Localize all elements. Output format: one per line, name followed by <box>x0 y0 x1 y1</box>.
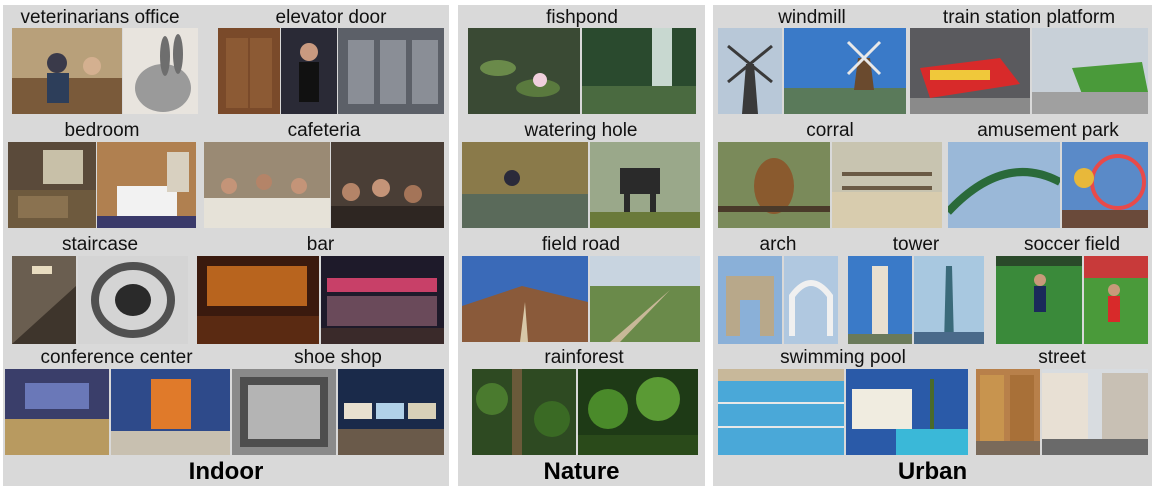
category-label-field-road: field road <box>541 234 621 255</box>
category-label-rainforest: rainforest <box>544 347 624 368</box>
group-title-indoor: Indoor <box>188 458 264 485</box>
category-label-conference-center: conference center <box>40 347 193 368</box>
category-label-staircase: staircase <box>61 234 139 255</box>
fishpond-photo-1 <box>468 28 580 114</box>
arch-photo-1 <box>718 256 782 344</box>
group-title-nature: Nature <box>543 458 620 485</box>
amusement-park-photo-1 <box>948 142 1060 228</box>
elevator-door-photo-1 <box>218 28 280 114</box>
shoe-shop-photo-2 <box>338 369 444 455</box>
veterinarians-office-photo-2 <box>123 28 198 114</box>
category-label-veterinarians-office: veterinarians office <box>20 7 180 28</box>
category-label-windmill: windmill <box>778 7 846 28</box>
category-label-corral: corral <box>806 120 854 141</box>
train-station-platform-photo-2 <box>1032 28 1148 114</box>
corral-photo-2 <box>832 142 942 228</box>
veterinarians-office-photo-1 <box>12 28 122 114</box>
conference-center-photo-1 <box>5 369 109 455</box>
bedroom-photo-1 <box>8 142 96 228</box>
bar-photo-1 <box>197 256 319 344</box>
soccer-field-photo-1 <box>996 256 1082 344</box>
soccer-field-photo-2 <box>1084 256 1148 344</box>
category-label-train-station-platform: train station platform <box>942 7 1116 28</box>
amusement-park-photo-2 <box>1062 142 1148 228</box>
elevator-door-photo-2 <box>281 28 337 114</box>
arch-photo-2 <box>784 256 838 344</box>
category-label-swimming-pool: swimming pool <box>780 347 906 368</box>
windmill-photo-1 <box>718 28 782 114</box>
category-label-cafeteria: cafeteria <box>287 120 361 141</box>
shoe-shop-photo-1 <box>232 369 336 455</box>
street-photo-2 <box>1042 369 1148 455</box>
watering-hole-photo-2 <box>590 142 700 228</box>
field-road-photo-1 <box>462 256 588 342</box>
category-label-amusement-park: amusement park <box>977 120 1119 141</box>
category-label-elevator-door: elevator door <box>275 7 387 28</box>
staircase-photo-1 <box>12 256 76 344</box>
tower-photo-2 <box>914 256 984 344</box>
group-title-urban: Urban <box>897 458 968 485</box>
category-label-bar: bar <box>306 234 335 255</box>
category-label-arch: arch <box>759 234 797 255</box>
category-label-soccer-field: soccer field <box>1023 234 1121 255</box>
category-label-shoe-shop: shoe shop <box>294 347 382 368</box>
cafeteria-photo-2 <box>331 142 444 228</box>
category-label-bedroom: bedroom <box>64 120 140 141</box>
category-label-fishpond: fishpond <box>546 7 618 28</box>
category-label-tower: tower <box>892 234 940 255</box>
category-label-street: street <box>1038 347 1086 368</box>
bar-photo-2 <box>321 256 444 344</box>
windmill-photo-2 <box>784 28 906 114</box>
field-road-photo-2 <box>590 256 700 342</box>
bedroom-photo-2 <box>97 142 196 228</box>
tower-photo-1 <box>848 256 912 344</box>
swimming-pool-photo-1 <box>718 369 844 455</box>
street-photo-1 <box>976 369 1040 455</box>
swimming-pool-photo-2 <box>846 369 968 455</box>
cafeteria-photo-1 <box>204 142 330 228</box>
elevator-door-photo-3 <box>338 28 444 114</box>
staircase-photo-2 <box>78 256 188 344</box>
corral-photo-1 <box>718 142 830 228</box>
rainforest-photo-2 <box>578 369 698 455</box>
conference-center-photo-2 <box>111 369 230 455</box>
watering-hole-photo-1 <box>462 142 588 228</box>
fishpond-photo-2 <box>582 28 696 114</box>
category-label-watering-hole: watering hole <box>524 120 638 141</box>
train-station-platform-photo-1 <box>910 28 1030 114</box>
rainforest-photo-1 <box>472 369 576 455</box>
